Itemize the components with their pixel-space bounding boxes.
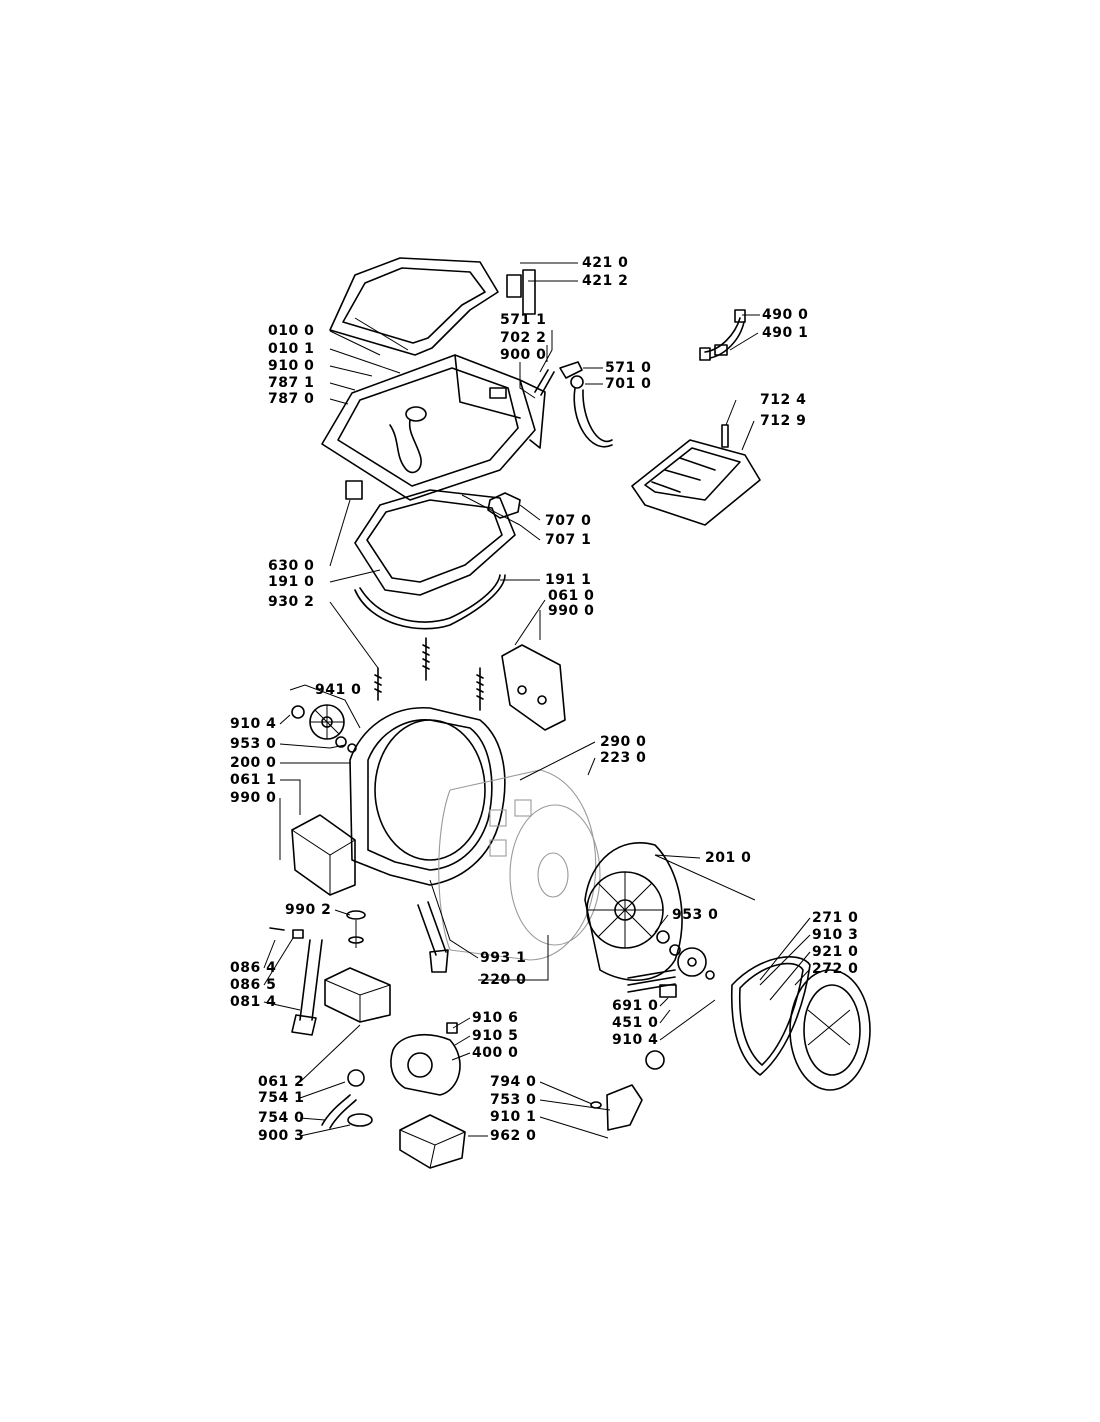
label-081-4: 081 4: [230, 994, 277, 1010]
label-571-0: 571 0: [605, 360, 652, 376]
damper-right-part: [417, 901, 449, 973]
label-921-0: 921 0: [812, 944, 859, 960]
label-910-3: 910 3: [812, 927, 859, 943]
label-421-2: 421 2: [582, 273, 629, 289]
small-panel-part: [345, 480, 363, 500]
label-200-0: 200 0: [230, 755, 277, 771]
label-220-0: 220 0: [480, 972, 527, 988]
label-061-2: 061 2: [258, 1074, 305, 1090]
tub-front-part: [349, 707, 506, 886]
label-794-0: 794 0: [490, 1074, 537, 1090]
heater-part: [627, 969, 677, 998]
label-910-4: 910 4: [230, 716, 277, 732]
label-962-0: 962 0: [490, 1128, 537, 1144]
label-953-0-rear: 953 0: [672, 907, 719, 923]
label-953-0: 953 0: [230, 736, 277, 752]
label-272-0: 272 0: [812, 961, 859, 977]
label-941-0: 941 0: [315, 682, 362, 698]
front-counterweight-part: [291, 814, 356, 896]
washer-stack-part: [346, 910, 366, 948]
detergent-drawer-part: [631, 424, 761, 526]
label-787-0: 787 0: [268, 391, 315, 407]
label-707-0: 707 0: [545, 513, 592, 529]
label-754-1: 754 1: [258, 1090, 305, 1106]
suspension-springs-part: [374, 637, 484, 711]
drum-part: [438, 769, 601, 961]
label-061-0: 061 0: [548, 588, 595, 604]
label-910-4-rear: 910 4: [612, 1032, 659, 1048]
label-290-0: 290 0: [600, 734, 647, 750]
tub-ring-part: [354, 489, 516, 630]
top-frame-part: [321, 354, 546, 501]
door-gasket-part: [730, 956, 811, 1076]
label-490-0: 490 0: [762, 307, 809, 323]
label-010-0: 010 0: [268, 323, 315, 339]
label-086-4: 086 4: [230, 960, 277, 976]
label-930-2: 930 2: [268, 594, 315, 610]
label-701-0: 701 0: [605, 376, 652, 392]
door-ring-part: [789, 969, 871, 1091]
label-630-0: 630 0: [268, 558, 315, 574]
top-lid-part: [329, 257, 499, 356]
label-712-4: 712 4: [760, 392, 807, 408]
drain-hose-part: [321, 1069, 373, 1129]
label-712-9: 712 9: [760, 413, 807, 429]
rear-counterweight-part: [501, 644, 566, 731]
power-cord-part: [699, 309, 746, 361]
pressure-chamber-part: [590, 1050, 665, 1131]
leader-lines: [263, 262, 811, 1139]
label-691-0: 691 0: [612, 998, 659, 1014]
label-086-5: 086 5: [230, 977, 277, 993]
door-lock-part: [506, 269, 536, 315]
damper-left-part: [269, 927, 323, 1036]
label-910-0: 910 0: [268, 358, 315, 374]
label-910-5: 910 5: [472, 1028, 519, 1044]
label-400-0: 400 0: [472, 1045, 519, 1061]
label-900-3: 900 3: [258, 1128, 305, 1144]
label-571-1: 571 1: [500, 312, 547, 328]
drain-pump-part: [390, 1022, 461, 1096]
label-191-1: 191 1: [545, 572, 592, 588]
label-702-2: 702 2: [500, 330, 547, 346]
label-900-0: 900 0: [500, 347, 547, 363]
label-787-1: 787 1: [268, 375, 315, 391]
label-990-2: 990 2: [285, 902, 332, 918]
label-490-1: 490 1: [762, 325, 809, 341]
bearing-right-part: [656, 930, 715, 980]
label-910-1: 910 1: [490, 1109, 537, 1125]
label-271-0: 271 0: [812, 910, 859, 926]
label-753-0: 753 0: [490, 1092, 537, 1108]
label-990-0-front: 990 0: [230, 790, 277, 806]
bearing-left-part: [291, 704, 357, 753]
base-tray-part: [399, 1114, 466, 1169]
pressure-switch-part: [461, 492, 521, 526]
label-010-1: 010 1: [268, 341, 315, 357]
label-061-1: 061 1: [230, 772, 277, 788]
label-990-0: 990 0: [548, 603, 595, 619]
label-191-0: 191 0: [268, 574, 315, 590]
tub-rear-part: [584, 842, 683, 981]
base-counterweight-part: [324, 967, 391, 1023]
label-910-6: 910 6: [472, 1010, 519, 1026]
label-707-1: 707 1: [545, 532, 592, 548]
label-754-0: 754 0: [258, 1110, 305, 1126]
valve-part: [534, 361, 613, 448]
label-421-0: 421 0: [582, 255, 629, 271]
label-451-0: 451 0: [612, 1015, 659, 1031]
label-993-1: 993 1: [480, 950, 527, 966]
label-223-0: 223 0: [600, 750, 647, 766]
label-201-0: 201 0: [705, 850, 752, 866]
